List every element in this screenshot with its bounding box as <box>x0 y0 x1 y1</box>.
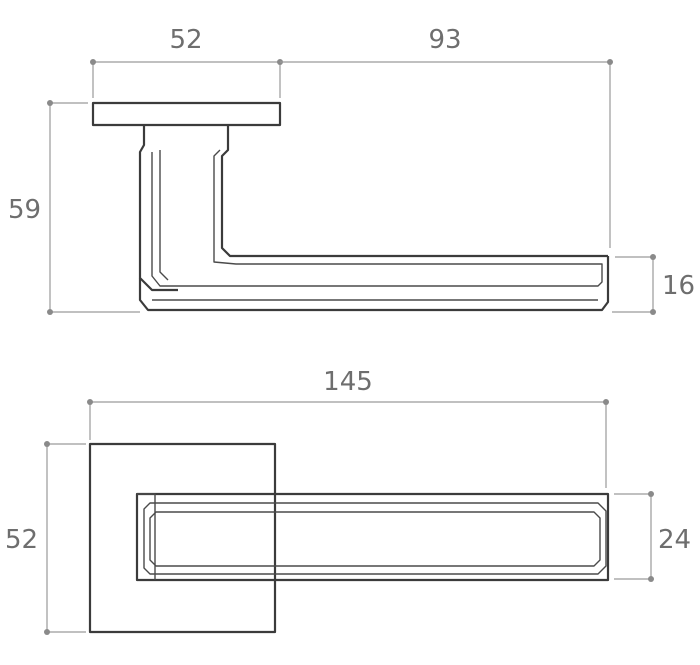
dim-top-lever-projection: 93 <box>280 25 613 248</box>
dim-label-16: 16 <box>662 271 695 301</box>
dim-bottom-total-length: 145 <box>87 367 609 488</box>
dim-label-93: 93 <box>428 25 461 55</box>
side-elevation-view: 52 93 59 16 <box>8 25 695 315</box>
lever-inner-contour <box>151 149 603 287</box>
dim-label-145: 145 <box>323 367 373 397</box>
rose-plate-front <box>88 442 277 634</box>
neck-detail <box>159 150 169 281</box>
front-elevation-view: 145 52 24 <box>5 367 691 635</box>
neck-inner <box>220 125 608 258</box>
dim-label-52-top: 52 <box>169 25 202 55</box>
lever-front-inner <box>149 511 601 567</box>
lever-front-outer <box>135 492 610 582</box>
dim-label-52-bottom: 52 <box>5 525 38 555</box>
lever-front-step <box>143 502 607 575</box>
lever-outer <box>138 256 610 312</box>
dim-top-rose-width: 52 <box>90 25 283 98</box>
dim-label-59: 59 <box>8 195 41 225</box>
dim-top-lever-thickness: 16 <box>612 254 695 315</box>
rose-plate-side <box>91 101 282 127</box>
dim-label-24: 24 <box>658 525 691 555</box>
neck-outer <box>138 125 178 292</box>
lever-front-neck-detail <box>137 493 156 580</box>
dim-top-total-height: 59 <box>8 100 140 315</box>
dim-bottom-rose-height: 52 <box>5 441 86 635</box>
dim-bottom-lever-width: 24 <box>614 491 691 582</box>
